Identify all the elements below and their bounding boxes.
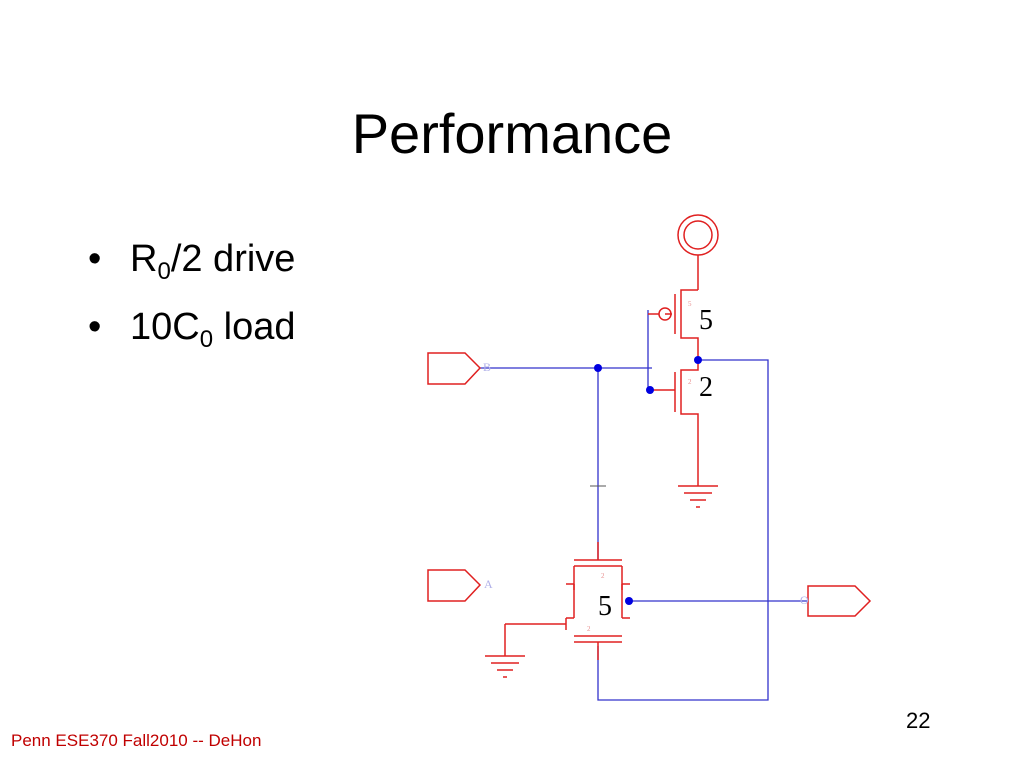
bullet-load-sub: 0 <box>199 326 214 353</box>
wire-inverter-out-loop <box>597 359 769 701</box>
bullet-drive-sub: 0 <box>157 258 171 285</box>
footer-text: Penn ESE370 Fall2010 -- DeHon <box>11 731 262 750</box>
pmos-size-label: 5 <box>699 305 713 336</box>
output-port-o-label: O <box>800 593 809 607</box>
slide-title: Performance <box>351 102 673 165</box>
ground-symbol-passgate <box>485 646 525 678</box>
connection-nodes <box>594 356 702 605</box>
node-inverter-output <box>694 356 702 364</box>
bullet-drive: R0/2 drive <box>88 234 295 302</box>
vdd-symbol <box>677 214 719 290</box>
bullet-load-main: 10C <box>130 306 200 348</box>
bullet-load: 10C0 load <box>88 302 295 370</box>
nmos-size-label: 2 <box>699 372 713 403</box>
wires <box>480 310 808 701</box>
input-port-a <box>427 569 482 602</box>
page-number: 22 <box>906 708 931 733</box>
input-port-b <box>427 352 482 385</box>
pmos-transistor: 5 <box>648 289 699 358</box>
passgate-size-label: 5 <box>598 591 612 622</box>
node-passgate-output <box>625 597 633 605</box>
bullet-load-rest: load <box>213 306 296 348</box>
node-nmos-gate <box>646 386 654 394</box>
transmission-gate: 2 2 <box>504 542 630 660</box>
bullet-drive-main: R <box>130 238 158 280</box>
nmos-pin-label: 2 <box>688 378 692 386</box>
nmos-transistor: 2 <box>648 362 699 480</box>
input-port-b-label: B <box>483 360 491 374</box>
ground-symbol-inverter <box>678 480 718 508</box>
node-b-junction <box>594 364 602 372</box>
passgate-bottom-pin-label: 2 <box>587 625 591 633</box>
bullet-drive-rest: /2 drive <box>170 238 296 280</box>
output-port-o <box>807 585 872 617</box>
bullet-list: R0/2 drive 10C0 load <box>88 234 295 370</box>
passgate-top-pin-label: 2 <box>601 572 605 580</box>
input-port-a-label: A <box>484 577 493 591</box>
pmos-pin-label: 5 <box>688 300 692 308</box>
